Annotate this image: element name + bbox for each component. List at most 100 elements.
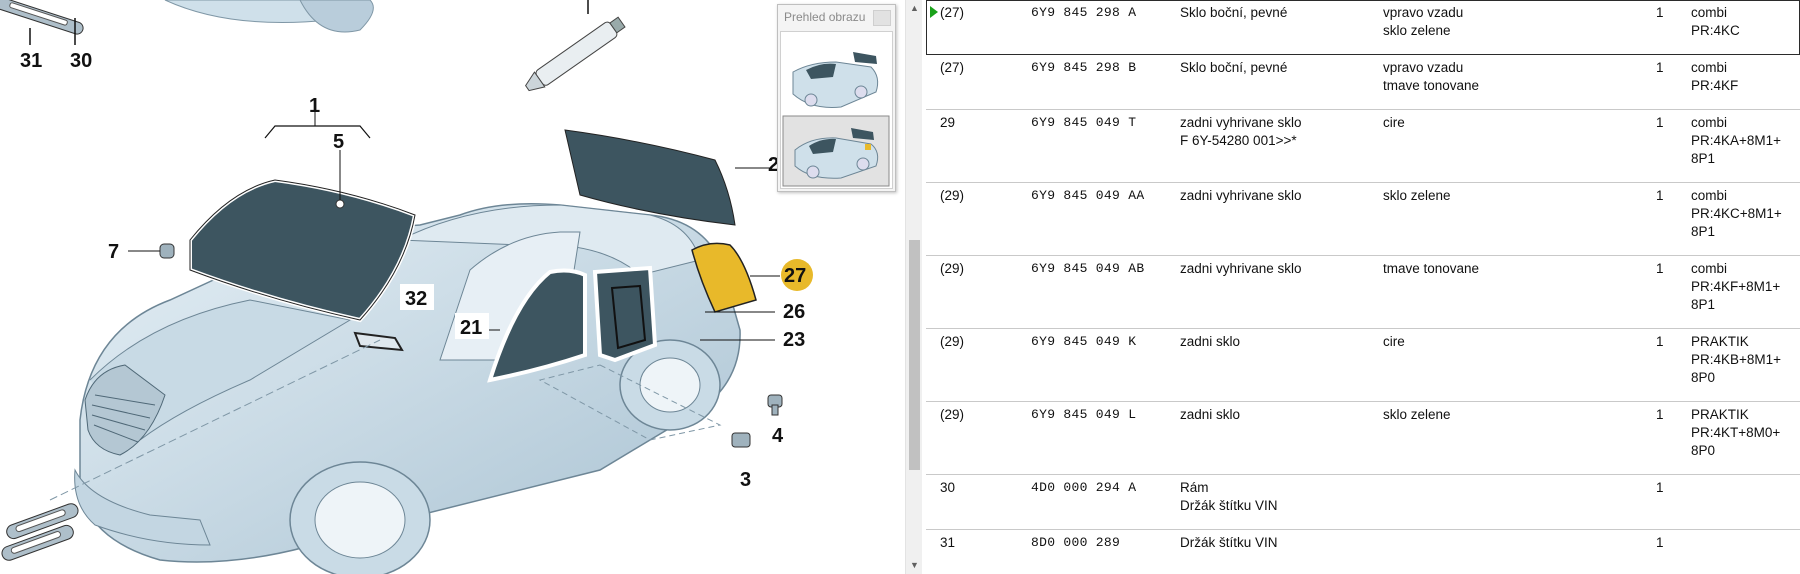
model-cell-line: PR:4KB+8M1+ [1691,352,1782,367]
note-cell-line: vpravo vzadu [1383,60,1464,75]
note-cell: cire [1383,333,1405,351]
model-cell-line: PR:4KC+8M1+ [1691,206,1782,221]
quantity-cell: 1 [1656,407,1664,422]
scrollbar-thumb[interactable] [909,240,920,470]
model-cell-line: 8P1 [1691,151,1716,166]
model-cell-line: combi [1691,60,1728,75]
model-cell-line: 8P0 [1691,443,1716,458]
callout-5[interactable]: 5 [333,131,344,153]
description-cell-line: Sklo boční, pevné [1180,5,1288,20]
callout-21[interactable]: 21 [460,317,482,339]
callout-7[interactable]: 7 [108,241,119,263]
description-cell: zadni sklo [1180,333,1240,351]
part-number-cell: 6Y9 845 049 AA [1031,188,1145,203]
overview-thumbnail[interactable] [780,31,893,189]
close-icon[interactable] [873,10,891,26]
position-cell: (29) [940,407,965,422]
description-cell-line: zadni vyhrivane sklo [1180,261,1302,276]
note-cell-line: cire [1383,334,1405,349]
part-number-cell: 6Y9 845 298 A [1031,5,1137,20]
model-cell-line: PR:4KF+8M1+ [1691,279,1781,294]
position-cell: 29 [940,115,956,130]
model-cell-line: PR:4KF [1691,78,1739,93]
description-cell: zadni vyhrivane sklo [1180,260,1302,278]
callout-1[interactable]: 1 [309,95,320,117]
position-cell: 30 [940,480,956,495]
model-cell-line: combi [1691,188,1728,203]
description-cell-line: Sklo boční, pevné [1180,60,1288,75]
note-cell-line: tmave tonovane [1383,78,1480,93]
scroll-down-icon[interactable]: ▼ [910,560,919,570]
callout-2[interactable]: 2 [768,154,779,176]
model-cell-line: combi [1691,115,1728,130]
part-number-cell: 6Y9 845 049 T [1031,115,1137,130]
position-cell: (27) [940,60,965,75]
splitter[interactable] [922,0,926,574]
table-row[interactable]: (29) 6Y9 845 049 AA zadni vyhrivane sklo sk… [926,183,1800,256]
note-cell-line: cire [1383,115,1405,130]
position-cell: (27) [940,5,965,20]
note-cell-line: vpravo vzadu [1383,5,1464,20]
overview-title: Prehled obrazu [784,10,866,24]
description-cell-line: Držák štítku VIN [1180,535,1278,550]
position-cell: (29) [940,188,965,203]
quantity-cell: 1 [1656,5,1664,20]
description-cell-line: F 6Y-54280 001>>* [1180,133,1297,148]
callout-4[interactable]: 4 [772,425,784,447]
description-cell: Sklo boční, pevné [1180,59,1287,77]
model-cell-line: PR:4KT+8M0+ [1691,425,1781,440]
description-cell-line: Rám [1180,480,1209,495]
note-cell: tmave tonovane [1383,260,1479,278]
quantity-cell: 1 [1656,188,1664,203]
position-cell: (29) [940,261,965,276]
note-cell-line: sklo zelene [1383,188,1451,203]
description-cell: Držák štítku VIN [1180,534,1278,552]
description-cell-line: zadni sklo [1180,334,1241,349]
position-cell: (29) [940,334,965,349]
note-cell: sklo zelene [1383,406,1451,424]
scroll-up-icon[interactable]: ▲ [910,3,919,13]
note-cell: vpravo vzadu tmave tonovane [1383,59,1479,95]
quantity-cell: 1 [1656,60,1664,75]
callout-27[interactable]: 27 [784,265,806,287]
model-cell-line: 8P0 [1691,370,1716,385]
callout-23[interactable]: 23 [783,329,805,351]
callout-32[interactable]: 32 [405,288,427,310]
callout-30[interactable]: 30 [70,50,92,72]
description-cell: zadni sklo [1180,406,1240,424]
callout-26[interactable]: 26 [783,301,805,323]
note-cell: cire [1383,114,1405,132]
model-cell-line: 8P1 [1691,297,1716,312]
parts-diagram[interactable]: 31 30 1 5 2 7 32 21 27 26 23 4 3 Prehled… [0,0,905,574]
vertical-scrollbar[interactable]: ▲ ▼ [905,0,923,574]
image-overview-panel[interactable]: Prehled obrazu [777,4,896,192]
table-row[interactable]: (27) 6Y9 845 298 A Sklo boční, pevné vpravo… [926,0,1800,55]
part-number-cell: 6Y9 845 049 K [1031,334,1137,349]
description-cell: zadni vyhrivane sklo [1180,187,1302,205]
description-cell-line: zadni vyhrivane sklo [1180,188,1302,203]
part-number-cell: 8D0 000 289 [1031,535,1121,550]
model-cell-line: PR:4KA+8M1+ [1691,133,1782,148]
callout-31[interactable]: 31 [20,50,42,72]
quantity-cell: 1 [1656,334,1664,349]
callout-3[interactable]: 3 [740,469,751,491]
model-cell-line: combi [1691,261,1728,276]
part-number-cell: 6Y9 845 298 B [1031,60,1137,75]
table-row[interactable]: (27) 6Y9 845 298 B Sklo boční, pevné vpravo… [926,55,1800,110]
description-cell: Sklo boční, pevné [1180,4,1287,22]
parts-table: (27) 6Y9 845 298 A Sklo boční, pevné vpravo… [926,0,1800,574]
